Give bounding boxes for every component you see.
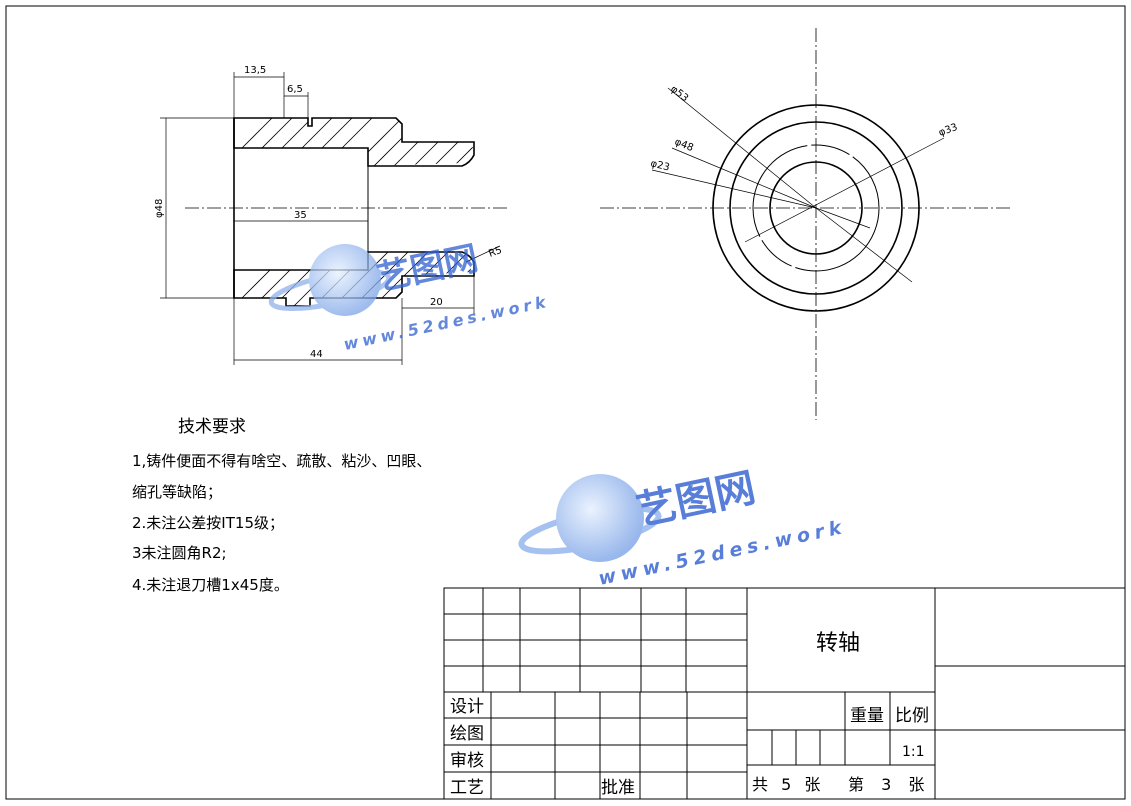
title-block: 转轴 重量 比例 1:1 设计 绘图 审核 工艺 批准 共 5 张 第 3 张	[443, 587, 1126, 800]
sheet-border	[5, 5, 1126, 800]
dim-35: 35	[294, 210, 307, 221]
requirement-1: 1,铸件便面不得有啥空、疏散、粘沙、凹眼、	[132, 452, 431, 470]
logo-globe-icon	[309, 244, 381, 316]
logo-globe-icon	[556, 474, 644, 562]
technical-requirements: 技术要求 1,铸件便面不得有啥空、疏散、粘沙、凹眼、 缩孔等缺陷； 2.未注公差…	[132, 417, 431, 594]
dim-6-5: 6,5	[287, 84, 303, 95]
requirement-2: 2.未注公差按IT15级；	[132, 514, 284, 532]
dim-phi23: φ23	[649, 158, 670, 173]
weight-label: 重量	[850, 706, 884, 726]
sheet-count: 共 5 张	[752, 775, 824, 794]
requirement-3: 3未注圆角R2;	[132, 544, 227, 562]
end-view: φ53 φ48 φ23 φ33	[600, 28, 1010, 420]
watermark-name: 艺图网	[374, 238, 482, 298]
scale-value: 1:1	[902, 744, 925, 760]
part-name: 转轴	[816, 631, 860, 656]
hatch-top	[234, 118, 474, 166]
process-label: 工艺	[450, 778, 484, 798]
watermark-name-center: 艺图网	[633, 465, 760, 535]
dim-phi48-end: φ48	[673, 137, 695, 154]
requirements-title: 技术要求	[178, 417, 246, 437]
dim-phi33: φ33	[937, 122, 959, 139]
dim-phi48-side: φ48	[154, 199, 165, 218]
sheet-number: 第 3 张	[848, 775, 930, 794]
design-label: 设计	[450, 697, 484, 717]
watermark-center: 艺图网 www.52des.work	[518, 465, 848, 590]
dim-phi53: φ53	[668, 84, 690, 105]
dim-20: 20	[430, 297, 443, 308]
dim-r5: R5	[487, 245, 503, 260]
scale-label: 比例	[895, 706, 929, 726]
review-label: 审核	[450, 751, 484, 771]
dim-44: 44	[310, 349, 323, 360]
dim-13-5: 13,5	[244, 65, 266, 76]
approve-label: 批准	[601, 778, 635, 798]
watermark-top: 艺图网 www.52des.work	[268, 238, 551, 354]
requirement-1b: 缩孔等缺陷；	[132, 483, 222, 501]
requirement-4: 4.未注退刀槽1x45度。	[132, 576, 289, 594]
drawing-label: 绘图	[450, 724, 484, 744]
